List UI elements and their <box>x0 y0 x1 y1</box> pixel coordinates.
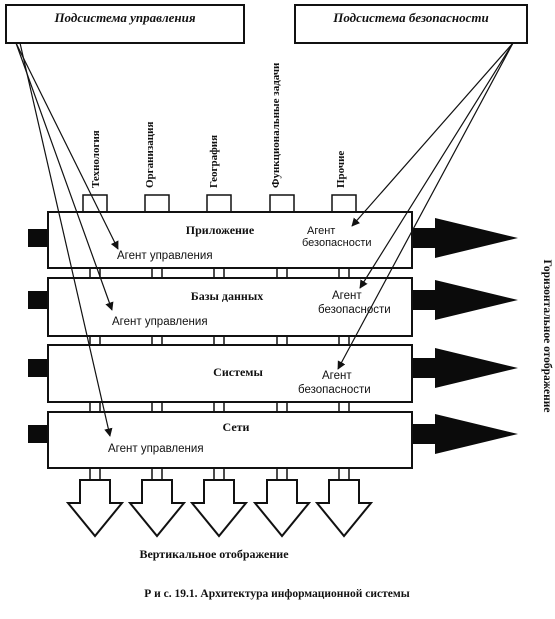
right-arrow <box>412 280 518 320</box>
security-subsystem-label: Подсистема безопасности <box>332 10 489 25</box>
agent-security-databases-line1: Агент <box>332 290 362 302</box>
vertical-arrows <box>65 479 374 538</box>
right-arrow <box>412 218 518 258</box>
management-subsystem-label: Подсистема управления <box>53 10 195 25</box>
left-stub <box>28 229 48 247</box>
management-arrow <box>15 42 114 311</box>
horizontal-arrows <box>28 218 518 454</box>
left-stub <box>28 425 48 443</box>
layer-box-systems <box>47 344 413 403</box>
agent-security-application-line2: безопасности <box>302 237 372 249</box>
column-head-box <box>331 194 357 213</box>
security-arrows <box>337 42 514 370</box>
management-arrow <box>15 42 119 250</box>
down-arrow <box>65 479 125 538</box>
left-stub <box>28 291 48 309</box>
layer-title-systems: Системы <box>213 365 263 379</box>
column-head-boxes <box>82 194 357 213</box>
management-arrows <box>15 42 119 437</box>
right-arrow <box>412 348 518 388</box>
column-head-box <box>206 194 232 213</box>
down-arrow <box>127 479 187 538</box>
column-head-box <box>144 194 170 213</box>
layer-box-networks <box>47 411 413 469</box>
column-label-geography: География <box>208 135 220 188</box>
left-stub <box>28 359 48 377</box>
layer-title-databases: Базы данных <box>191 289 263 303</box>
figure-caption: Р и с. 19.1. Архитектура информационной … <box>144 588 409 600</box>
right-arrow <box>412 414 518 454</box>
column-label-technology: Технология <box>90 130 102 188</box>
column-label-organization: Организация <box>144 122 156 188</box>
security-subsystem-box <box>294 4 528 44</box>
agent-security-application-line1: Агент <box>307 225 335 237</box>
column-label-functional-tasks: Функциональные задачи <box>270 62 282 188</box>
agent-security-systems-line1: Агент <box>322 370 352 382</box>
vertical-mapping-label: Вертикальное отображение <box>139 547 289 561</box>
agent-management-application: Агент управления <box>117 250 213 262</box>
agent-security-databases-line2: безопасности <box>318 304 391 316</box>
layer-title-networks: Сети <box>223 420 250 434</box>
column-label-other: Прочие <box>335 151 347 188</box>
down-arrow <box>189 479 249 538</box>
management-arrow <box>19 42 113 437</box>
management-subsystem-box <box>5 4 245 44</box>
agent-management-networks: Агент управления <box>108 443 204 455</box>
security-arrow <box>337 42 514 370</box>
security-arrow <box>351 42 514 227</box>
agent-management-databases: Агент управления <box>112 316 208 328</box>
layer-box-application <box>47 211 413 269</box>
layer-title-application: Приложение <box>186 223 255 237</box>
down-arrow <box>252 479 312 538</box>
security-arrow <box>359 42 514 289</box>
down-arrow <box>314 479 374 538</box>
column-head-box <box>269 194 295 213</box>
horizontal-mapping-label: Горизонтальное отображение <box>541 260 553 413</box>
agent-security-systems-line2: безопасности <box>298 384 371 396</box>
